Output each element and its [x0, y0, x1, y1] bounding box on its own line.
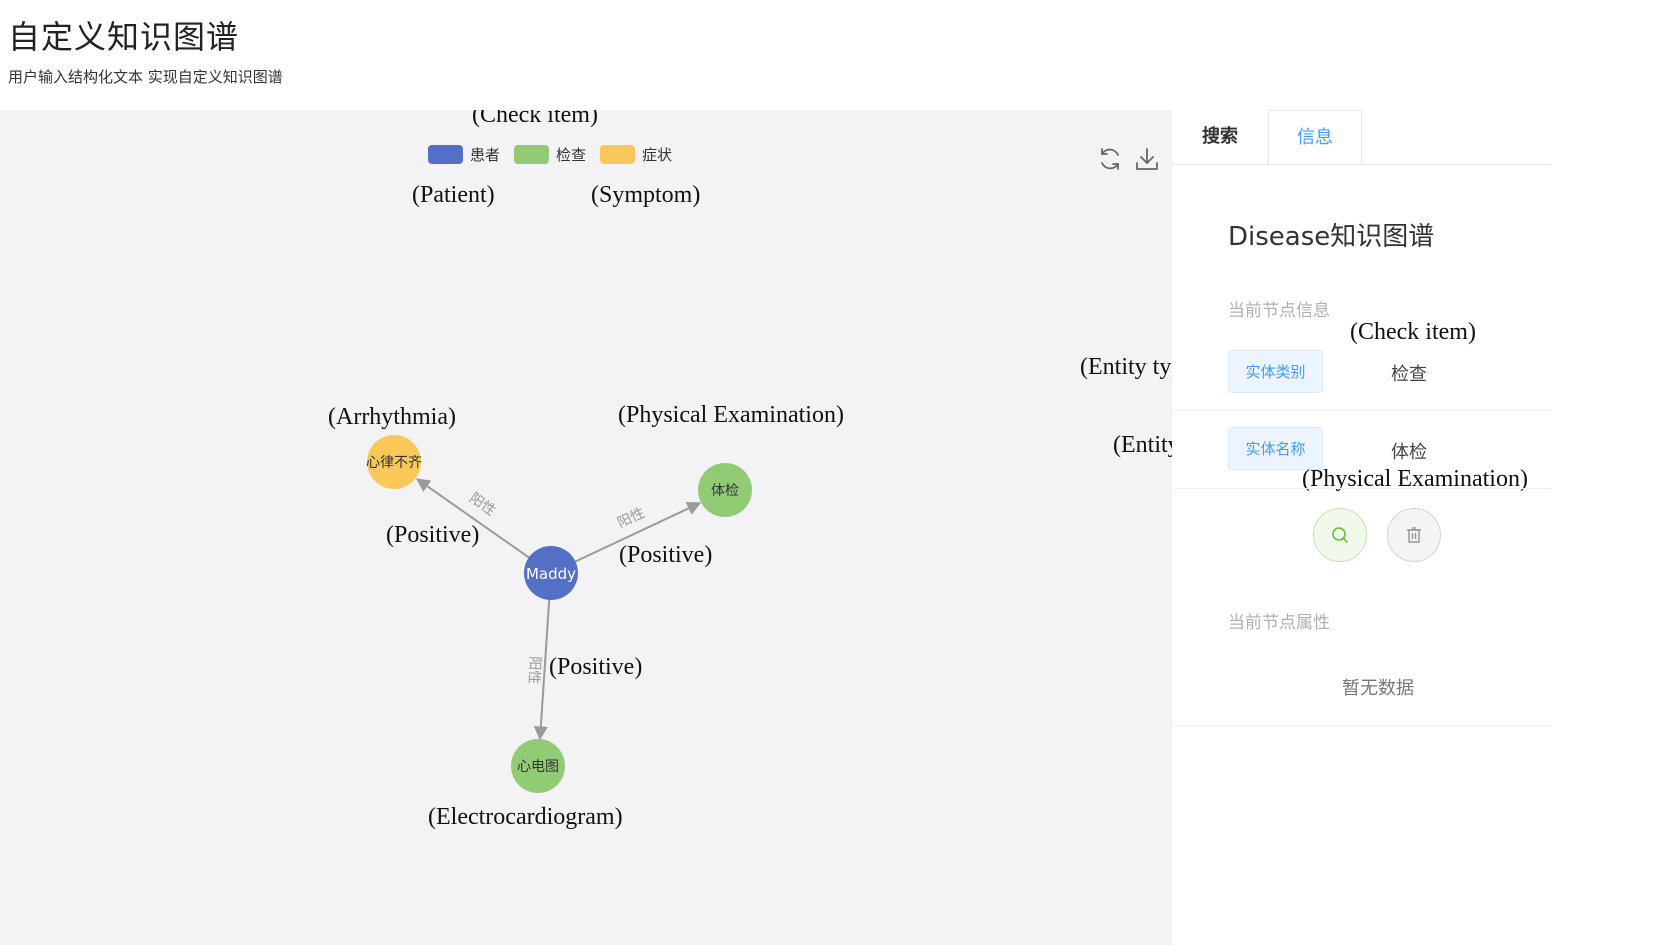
divider [1173, 410, 1551, 411]
graph-node-exam[interactable] [698, 463, 752, 517]
panel-tabs: 搜索 信息 [1173, 110, 1551, 165]
current-node-label: 当前节点信息 [1228, 301, 1330, 321]
annotation-physical-exam-panel: (Physical Examination) [1302, 466, 1528, 492]
page-title: 自定义知识图谱 [8, 18, 240, 56]
divider [1173, 488, 1551, 489]
graph-svg: 阳性 阳性 阳性 心律不齐 体检 Maddy 心电图 [366, 435, 752, 793]
annotation-entity: (Entity) [1113, 432, 1172, 458]
node-label-arrhythmia: 心律不齐 [366, 455, 422, 471]
graph-edge-ecg[interactable] [533, 572, 552, 741]
legend-item-symptom[interactable]: 症状 [600, 144, 672, 165]
current-attrs-label: 当前节点属性 [1228, 613, 1330, 633]
graph-edge-arrhythmia[interactable] [415, 478, 552, 574]
legend-swatch-patient [428, 145, 463, 164]
graph-node-ecg[interactable] [511, 739, 565, 793]
legend-item-patient[interactable]: 患者 [428, 144, 500, 165]
annotation-symptom: (Symptom) [591, 182, 701, 208]
legend-item-check[interactable]: 检查 [514, 144, 586, 165]
node-label-ecg: 心电图 [517, 759, 559, 775]
annotation-physical-exam: (Physical Examination) [618, 402, 844, 428]
node-label-maddy: Maddy [526, 565, 576, 583]
delete-node-button[interactable] [1387, 508, 1441, 562]
panel-title: Disease知识图谱 [1228, 222, 1435, 252]
edge-label-exam: 阳性 [615, 505, 647, 531]
annotation-positive-2: (Positive) [619, 542, 713, 568]
entity-name-tag: 实体名称 [1228, 427, 1323, 470]
legend-label-check: 检查 [556, 146, 587, 164]
edge-label-arrhythmia: 阳性 [466, 490, 498, 519]
tab-search[interactable]: 搜索 [1202, 126, 1238, 147]
graph-node-arrhythmia[interactable] [367, 435, 421, 489]
entity-name-value: 体检 [1391, 442, 1427, 463]
graph-canvas[interactable]: (Check item) 患者 检查 症状 (Patient) (Symptom… [0, 110, 1172, 945]
legend-swatch-check [514, 145, 550, 164]
annotation-positive-1: (Positive) [386, 522, 480, 548]
refresh-icon[interactable] [1097, 146, 1123, 172]
side-panel: 搜索 信息 Disease知识图谱 当前节点信息 (Check item) 实体… [1173, 110, 1551, 945]
graph-legend: 患者 检查 症状 [428, 144, 686, 165]
delete-icon [1407, 527, 1421, 543]
annotation-arrhythmia: (Arrhythmia) [328, 404, 456, 430]
graph-edge-exam[interactable] [550, 502, 702, 574]
edge-label-ecg: 阳性 [525, 656, 542, 685]
annotation-electrocardiogram: (Electrocardiogram) [428, 804, 623, 830]
legend-label-patient: 患者 [470, 146, 501, 164]
annotation-check-item-legend: (Check item) [472, 110, 598, 128]
entity-type-tag: 实体类别 [1228, 350, 1323, 393]
graph-node-maddy[interactable] [524, 546, 578, 600]
legend-swatch-symptom [600, 145, 636, 164]
entity-type-value: 检查 [1391, 364, 1427, 385]
empty-text: 暂无数据 [1342, 678, 1414, 699]
tab-info[interactable]: 信息 [1268, 110, 1362, 164]
search-node-button[interactable] [1313, 508, 1367, 562]
divider [1173, 725, 1551, 726]
annotation-positive-3: (Positive) [549, 654, 643, 680]
legend-label-symptom: 症状 [642, 146, 673, 164]
node-label-exam: 体检 [711, 483, 739, 499]
download-icon[interactable] [1134, 146, 1160, 172]
annotation-check-item-panel: (Check item) [1350, 319, 1476, 345]
search-icon [1332, 527, 1348, 543]
annotation-entity-type: (Entity type) [1080, 354, 1172, 380]
page-subtitle: 用户输入结构化文本 实现自定义知识图谱 [8, 68, 283, 86]
annotation-patient: (Patient) [412, 182, 495, 208]
